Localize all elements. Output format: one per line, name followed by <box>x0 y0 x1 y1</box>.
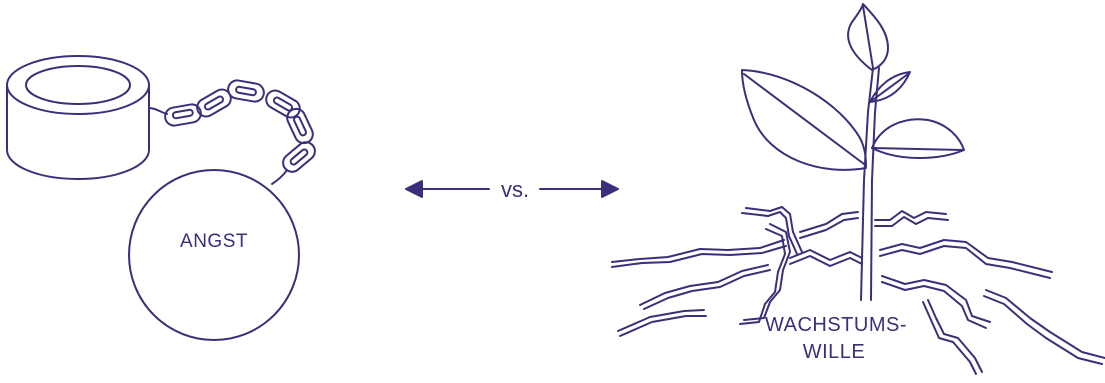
ball-icon <box>128 169 300 341</box>
double-arrow-icon <box>405 180 619 198</box>
left-figure-label: ANGST <box>180 231 248 252</box>
leaf-icon <box>741 69 867 171</box>
leaf-icon <box>869 71 911 103</box>
ball-and-chain-icon: ANGST <box>6 55 316 341</box>
leaf-icon <box>871 118 965 159</box>
right-figure-label-line2: WILLE <box>803 341 866 363</box>
plant-through-cracked-ground-icon: WACHSTUMS- WILLE <box>611 3 1105 375</box>
right-figure-label-line1: WACHSTUMS- <box>765 314 907 336</box>
leaf-icon <box>847 3 889 71</box>
cracked-ground-icon <box>611 206 1105 375</box>
vs-label: vs. <box>501 177 529 202</box>
shackle-icon <box>6 55 150 180</box>
chain-icon <box>148 79 316 185</box>
